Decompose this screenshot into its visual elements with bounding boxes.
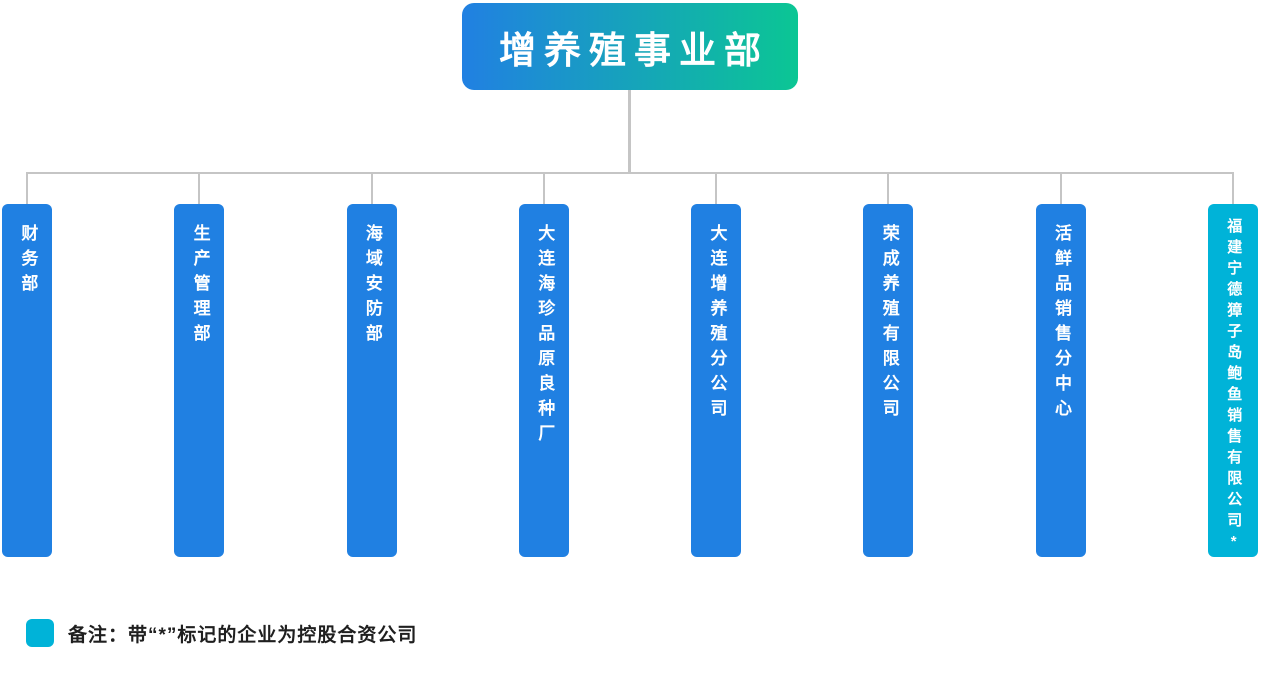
root-node-label: 增养殖事业部: [499, 29, 769, 71]
connector-stub: [26, 173, 28, 204]
root-node: 增养殖事业部: [462, 3, 798, 90]
connector-trunk: [628, 90, 631, 173]
org-node: 生产管理部: [174, 204, 225, 557]
org-node: 大连海珍品原良种厂: [518, 204, 569, 557]
org-node-label: 活鲜品销售分中心: [1052, 224, 1072, 424]
org-node: 大连增养殖分公司: [691, 204, 742, 557]
legend-color-swatch: [26, 619, 54, 647]
org-node: 活鲜品销售分中心: [1035, 204, 1086, 557]
org-branch: 活鲜品销售分中心: [1035, 173, 1086, 557]
org-branch: 海域安防部: [346, 173, 397, 557]
connector-stub: [370, 173, 373, 204]
org-branch: 荣成养殖有限公司: [863, 173, 914, 557]
connector-stub: [1231, 173, 1234, 204]
org-node: 海域安防部: [346, 204, 397, 557]
legend-note: 备注：带“*”标记的企业为控股合资公司: [68, 624, 418, 646]
legend: 备注：带“*”标记的企业为控股合资公司: [26, 619, 417, 647]
org-branch: 福建宁德獐子岛鲍鱼销售有限公司*: [1207, 173, 1258, 557]
connector-horizontal: [26, 172, 1234, 174]
org-node-label: 财务部: [18, 224, 38, 299]
org-node-label: 大连增养殖分公司: [707, 224, 727, 424]
org-branch: 大连海珍品原良种厂: [518, 173, 569, 557]
connector-stub: [1059, 173, 1062, 204]
org-branch: 财务部: [2, 173, 52, 557]
org-node-label: 生产管理部: [190, 224, 210, 349]
org-node: 财务部: [2, 204, 52, 557]
connector-stub: [198, 173, 201, 204]
connector-stub: [887, 173, 890, 204]
org-branch: 大连增养殖分公司: [691, 173, 742, 557]
org-children-row: 财务部 生产管理部 海域安防部 大连海珍品原良种厂 大连增养殖分公司: [2, 173, 1258, 557]
org-branch: 生产管理部: [174, 173, 225, 557]
org-node: 荣成养殖有限公司: [863, 204, 914, 557]
org-node-label: 海域安防部: [362, 224, 382, 349]
connector-stub: [715, 173, 718, 204]
org-node-label: 荣成养殖有限公司: [879, 224, 899, 424]
connector-stub: [542, 173, 545, 204]
org-node-label: 福建宁德獐子岛鲍鱼销售有限公司*: [1225, 218, 1243, 556]
org-node-label: 大连海珍品原良种厂: [535, 224, 555, 449]
org-node: 福建宁德獐子岛鲍鱼销售有限公司*: [1207, 204, 1258, 557]
